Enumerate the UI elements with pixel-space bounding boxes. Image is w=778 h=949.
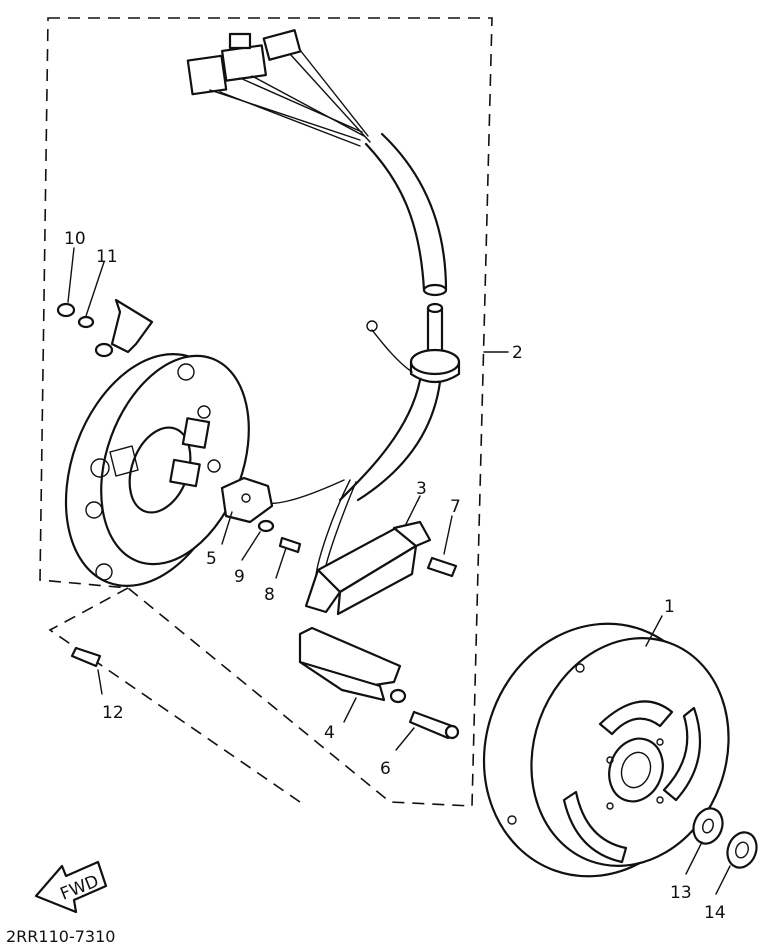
assembly-boundary-lower [48,587,301,803]
callout-5: 5 [206,549,217,569]
callout-10: 10 [64,229,86,249]
callout-9: 9 [234,567,245,587]
pickup-bracket [56,298,154,358]
lighting-coil [298,626,407,704]
screw-8 [278,536,302,554]
callout-14: 14 [704,903,726,923]
screw-12 [70,646,102,668]
contact-breaker [220,476,275,533]
washer-13 [692,807,724,845]
part-code: 2RR110-7310 [6,927,115,946]
screw-7 [426,556,458,578]
leader-lines [67,247,731,895]
nut-14 [726,831,758,869]
callout-2: 2 [512,343,523,363]
fwd-arrow: FWD [34,860,108,914]
callout-6: 6 [380,759,391,779]
callout-3: 3 [416,479,427,499]
wire-harness [239,132,461,576]
flywheel-rotor [482,622,730,878]
callout-4: 4 [324,723,335,743]
screw-6 [408,710,460,740]
assembly-boundary [39,17,493,807]
callout-labels: 1 2 3 4 5 6 7 8 9 10 11 12 13 14 [64,229,726,923]
callout-1: 1 [664,597,675,617]
callout-13: 13 [670,883,692,903]
callout-7: 7 [450,497,461,517]
ignition-coil [304,520,432,616]
stator-plate [64,353,250,587]
callout-12: 12 [102,703,124,723]
callout-11: 11 [96,247,118,267]
wire-connectors [186,29,371,147]
callout-8: 8 [264,585,275,605]
